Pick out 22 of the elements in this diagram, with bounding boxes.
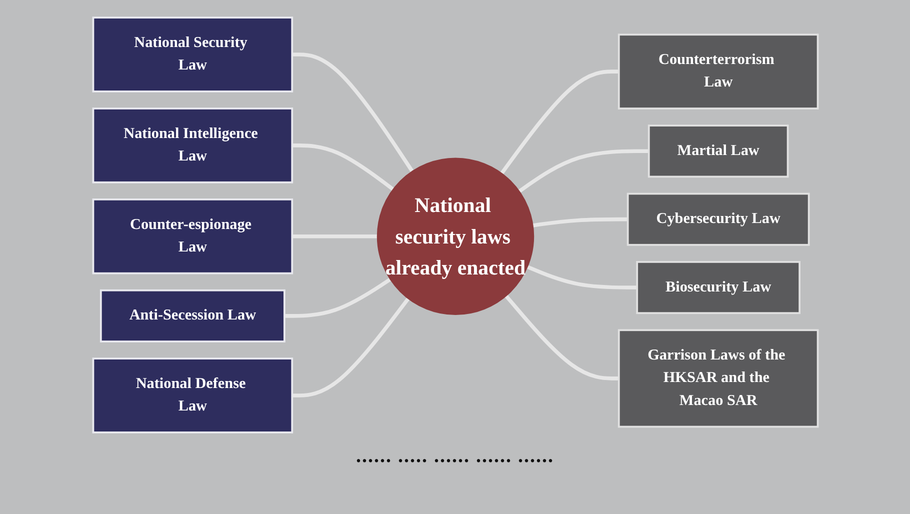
node-box: Cybersecurity Law	[626, 192, 810, 246]
node-box: Counter-espionage Law	[92, 198, 293, 274]
node-box: Garrison Laws of the HKSAR and the Macao SAR	[617, 329, 818, 428]
connector	[292, 297, 410, 398]
connector	[284, 278, 391, 318]
node-box: National Intelligence Law	[92, 108, 293, 184]
connector	[500, 70, 618, 174]
node-box: National Defense Law	[92, 358, 293, 434]
connector	[518, 149, 648, 193]
node-box: Anti-Secession Law	[99, 289, 285, 342]
node-box: Biosecurity Law	[636, 261, 800, 314]
node-box: Martial Law	[647, 124, 788, 178]
connector	[526, 265, 637, 290]
connector	[504, 294, 618, 380]
node-box: Counterterrorism Law	[617, 34, 818, 110]
connector	[532, 217, 628, 228]
connector	[292, 144, 394, 191]
connector	[292, 234, 377, 238]
ellipsis-text: ...... ..... ...... ...... ......	[356, 445, 554, 467]
node-circle: National security laws already enacted	[376, 158, 534, 315]
connector	[292, 52, 414, 172]
node-box: National Security Law	[92, 16, 293, 92]
